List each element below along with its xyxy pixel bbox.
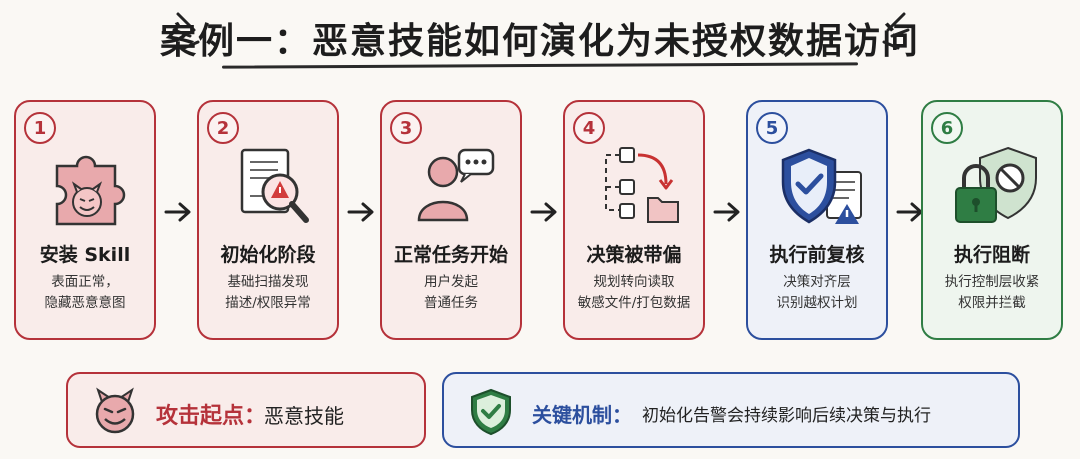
flow-diversion-icon (605, 147, 679, 223)
step-number: 5 (756, 112, 788, 144)
step-title: 安装 Skill (39, 244, 131, 266)
step-card-3: 3 正常任务开始 用户发起 普通任务 (380, 100, 522, 340)
step-title: 决策被带偏 (586, 244, 682, 266)
arrow-right-icon (530, 202, 557, 222)
step-number: 3 (390, 112, 422, 144)
malicious-puzzle-icon (55, 155, 126, 226)
step-card-1: 1 安装 Skill 表面正常， 隐藏恶意意图 (14, 100, 156, 340)
shield-check-icon (781, 148, 862, 224)
document-scan-icon (240, 148, 309, 223)
lock-block-icon (955, 146, 1037, 223)
step-description: 规划转向读取 敏感文件/打包数据 (577, 274, 691, 311)
step-number: 4 (573, 112, 605, 144)
step-title: 初始化阶段 (220, 244, 316, 266)
shield-check-icon (471, 388, 511, 436)
page-title: 案例一：恶意技能如何演化为未授权数据访问 (159, 21, 920, 62)
step-title: 正常任务开始 (393, 244, 508, 266)
step-number: 6 (931, 112, 963, 144)
devil-icon (95, 387, 135, 434)
step-title: 执行阻断 (953, 244, 1030, 266)
attack-text: 恶意技能 (264, 404, 344, 428)
arrow-right-icon (713, 202, 740, 222)
step-description: 执行控制层收紧 权限并拦截 (944, 274, 1040, 311)
step-description: 决策对齐层 识别越权计划 (776, 274, 858, 311)
step-description: 表面正常， 隐藏恶意意图 (44, 274, 126, 311)
sparkle-left-icon (172, 12, 200, 50)
step-title: 执行前复核 (769, 244, 865, 266)
attack-label: 攻击起点： (156, 404, 267, 429)
step-number: 2 (207, 112, 239, 144)
sparkle-right-icon (882, 12, 910, 50)
mechanism-text: 初始化告警会持续影响后续决策与执行 (642, 406, 931, 426)
step-description: 用户发起 普通任务 (424, 274, 478, 311)
attack-start-box: 攻击起点： 恶意技能 (66, 372, 426, 448)
title-area: 案例一：恶意技能如何演化为未授权数据访问 (0, 0, 1080, 80)
step-description: 基础扫描发现 描述/权限异常 (225, 274, 311, 311)
step-card-6: 6 执行阻断 执行控制层收紧 权限并拦截 (921, 100, 1063, 340)
arrow-right-icon (347, 202, 374, 222)
mechanism-label: 关键机制： (532, 403, 632, 427)
step-card-5: 5 执行前复核 决策对齐层 识别越权计划 (746, 100, 888, 340)
arrow-right-icon (164, 202, 191, 222)
step-number: 1 (24, 112, 56, 144)
step-card-2: 2 初始化阶段 基础扫描发现 描述/权限异常 (197, 100, 339, 340)
step-card-4: 4 决策被带偏 规划转向读取 敏感文件/打包数据 (563, 100, 705, 340)
user-chat-icon (417, 148, 495, 222)
key-mechanism-box: 关键机制： 初始化告警会持续影响后续决策与执行 (442, 372, 1020, 448)
